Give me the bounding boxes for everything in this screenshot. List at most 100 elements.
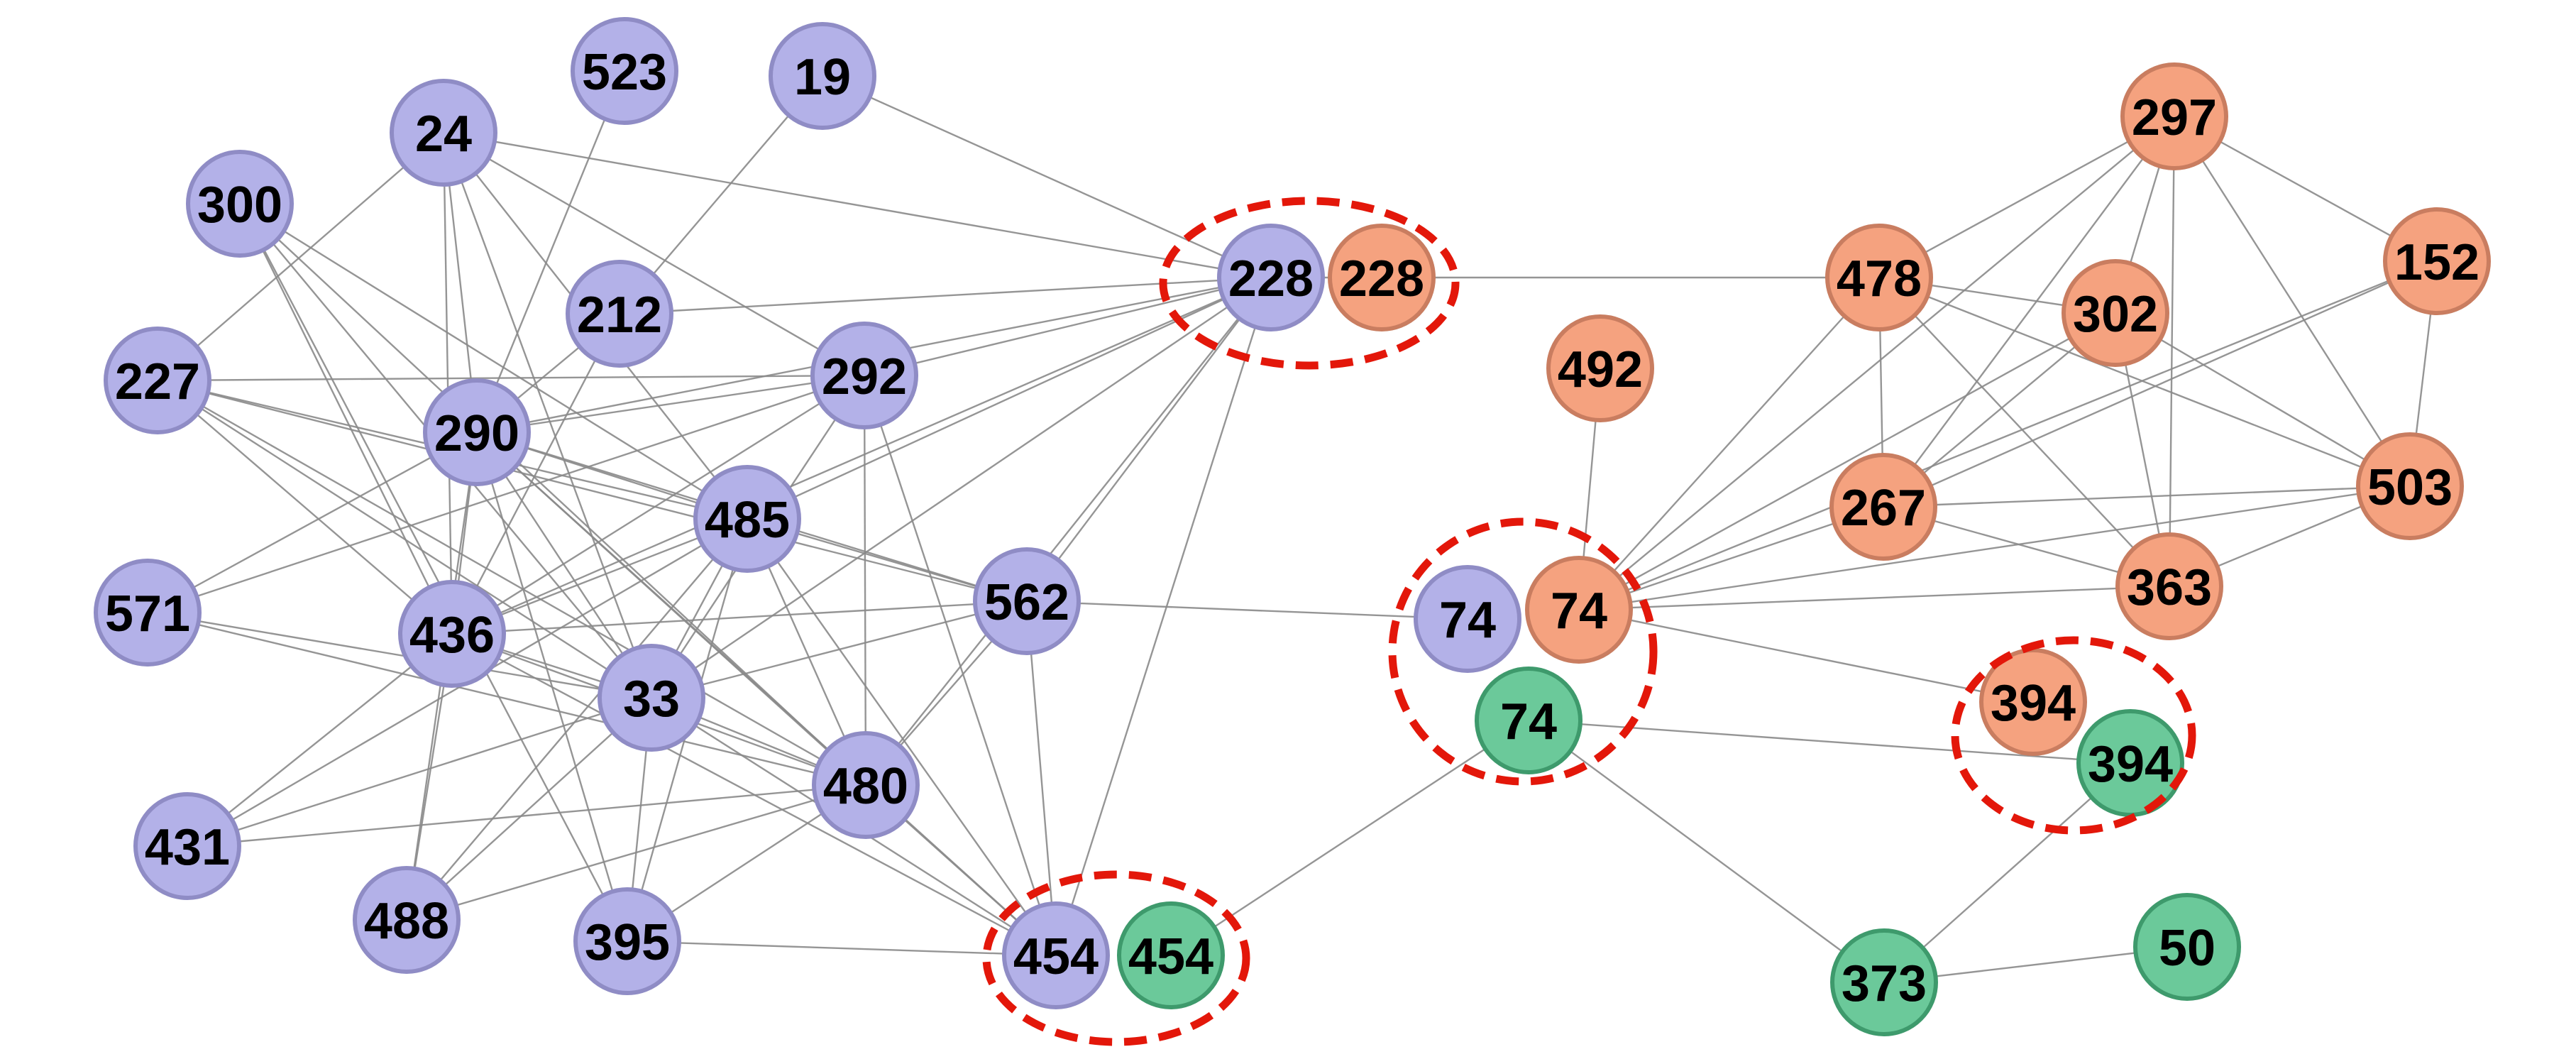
node-orange-478[interactable]: 478 <box>1825 224 1933 331</box>
node-purple-292[interactable]: 292 <box>810 322 918 429</box>
edge-o74-o363 <box>1578 585 2170 611</box>
node-circle <box>1328 224 1436 331</box>
node-circle <box>573 887 681 995</box>
edge-p24-p33 <box>442 132 653 698</box>
edge-p292-p571 <box>147 374 865 614</box>
node-purple-436[interactable]: 436 <box>398 580 506 688</box>
edge-p292-p454 <box>863 375 1057 956</box>
node-purple-227[interactable]: 227 <box>104 327 211 434</box>
node-circle <box>1825 224 1933 331</box>
node-green-373[interactable]: 373 <box>1830 928 1938 1036</box>
edge-p562-p74 <box>1026 600 1468 620</box>
node-orange-74[interactable]: 74 <box>1525 556 1633 664</box>
node-label: 394 <box>1991 675 2076 732</box>
node-green-394[interactable]: 394 <box>2076 709 2184 817</box>
node-green-454[interactable]: 454 <box>1117 901 1225 1009</box>
node-orange-152[interactable]: 152 <box>2383 207 2491 315</box>
node-circle <box>1414 565 1521 673</box>
node-circle <box>1002 901 1110 1009</box>
node-purple-485[interactable]: 485 <box>693 465 801 573</box>
node-label: 297 <box>2132 89 2217 146</box>
edge-p292-p480 <box>863 375 867 786</box>
edge-p431-p436 <box>187 633 453 847</box>
node-circle <box>2356 432 2464 540</box>
node-orange-228[interactable]: 228 <box>1328 224 1436 331</box>
node-label: 302 <box>2073 286 2158 343</box>
edge-p24-p292 <box>443 131 865 377</box>
node-circle <box>1979 648 2087 756</box>
node-orange-394[interactable]: 394 <box>1979 648 2087 756</box>
node-label: 228 <box>1339 251 1424 307</box>
edge-p212-p228 <box>619 276 1272 315</box>
node-circle <box>598 644 705 752</box>
node-orange-363[interactable]: 363 <box>2115 532 2223 640</box>
edge-p480-p431 <box>187 784 866 848</box>
node-purple-431[interactable]: 431 <box>133 792 241 900</box>
edge-o297-o267 <box>1883 116 2175 508</box>
edge-p571-p33 <box>147 611 652 699</box>
edge-o74-o478 <box>1578 277 1880 610</box>
highlight-ring-group-74 <box>1388 517 1658 786</box>
edge-o74-o297 <box>1578 116 2175 610</box>
node-green-50[interactable]: 50 <box>2133 893 2241 1001</box>
node-label: 523 <box>582 44 667 101</box>
node-label: 74 <box>1500 693 1557 750</box>
node-label: 228 <box>1228 251 1314 307</box>
node-orange-492[interactable]: 492 <box>1546 314 1654 422</box>
edge-p571-p480 <box>147 611 866 786</box>
node-circle <box>2133 893 2241 1001</box>
node-label: 373 <box>1842 955 1927 1012</box>
node-label: 363 <box>2127 559 2212 616</box>
edge-p227-p292 <box>157 374 865 382</box>
node-circle <box>1829 453 1937 561</box>
node-circle <box>353 866 461 974</box>
node-label: 395 <box>585 914 670 971</box>
node-purple-19[interactable]: 19 <box>769 22 876 130</box>
edge-p227-p436 <box>157 380 453 635</box>
edge-p19-p228 <box>822 75 1272 279</box>
edge-p485-p488 <box>406 518 748 921</box>
node-circle <box>1830 928 1938 1036</box>
node-purple-74[interactable]: 74 <box>1414 565 1521 673</box>
node-purple-300[interactable]: 300 <box>186 150 294 258</box>
node-label: 480 <box>823 758 908 815</box>
highlight-ring-group-228 <box>1159 197 1460 370</box>
node-circle <box>1217 224 1325 331</box>
node-purple-228[interactable]: 228 <box>1217 224 1325 331</box>
edge-o74-o503 <box>1578 485 2411 611</box>
node-purple-395[interactable]: 395 <box>573 887 681 995</box>
node-purple-212[interactable]: 212 <box>566 260 673 368</box>
node-purple-562[interactable]: 562 <box>973 547 1081 655</box>
edge-p292-p228 <box>864 276 1272 377</box>
node-circle <box>133 792 241 900</box>
node-purple-24[interactable]: 24 <box>390 79 497 187</box>
node-purple-571[interactable]: 571 <box>94 559 202 667</box>
edge-p300-p395 <box>238 203 629 942</box>
edge-p523-p290 <box>475 70 626 433</box>
node-green-74[interactable]: 74 <box>1475 667 1583 774</box>
edge-p227-p480 <box>157 379 866 786</box>
node-circle <box>186 150 294 258</box>
node-label: 478 <box>1837 251 1922 307</box>
edge-p395-p454 <box>627 940 1057 957</box>
node-orange-297[interactable]: 297 <box>2120 62 2228 170</box>
node-label: 571 <box>105 586 190 642</box>
edge-o302-o503 <box>2115 312 2411 488</box>
node-circle <box>2062 259 2169 367</box>
node-purple-454[interactable]: 454 <box>1002 901 1110 1009</box>
node-purple-523[interactable]: 523 <box>571 17 678 125</box>
edge-p228-p454 <box>1055 277 1272 956</box>
node-orange-267[interactable]: 267 <box>1829 453 1937 561</box>
node-orange-302[interactable]: 302 <box>2062 259 2169 367</box>
edge-o297-o363 <box>2168 116 2176 587</box>
node-circle <box>1117 901 1225 1009</box>
edge-o152-o267 <box>1883 260 2438 508</box>
node-purple-488[interactable]: 488 <box>353 866 461 974</box>
node-purple-33[interactable]: 33 <box>598 644 705 752</box>
node-orange-503[interactable]: 503 <box>2356 432 2464 540</box>
node-circle <box>810 322 918 429</box>
nodes-layer: 19 523 24 300 212 227 290 292 485 571 436 33 562 480 4… <box>94 17 2491 1036</box>
node-label: 485 <box>705 492 790 549</box>
node-purple-480[interactable]: 480 <box>812 731 920 839</box>
node-purple-290[interactable]: 290 <box>423 378 531 486</box>
